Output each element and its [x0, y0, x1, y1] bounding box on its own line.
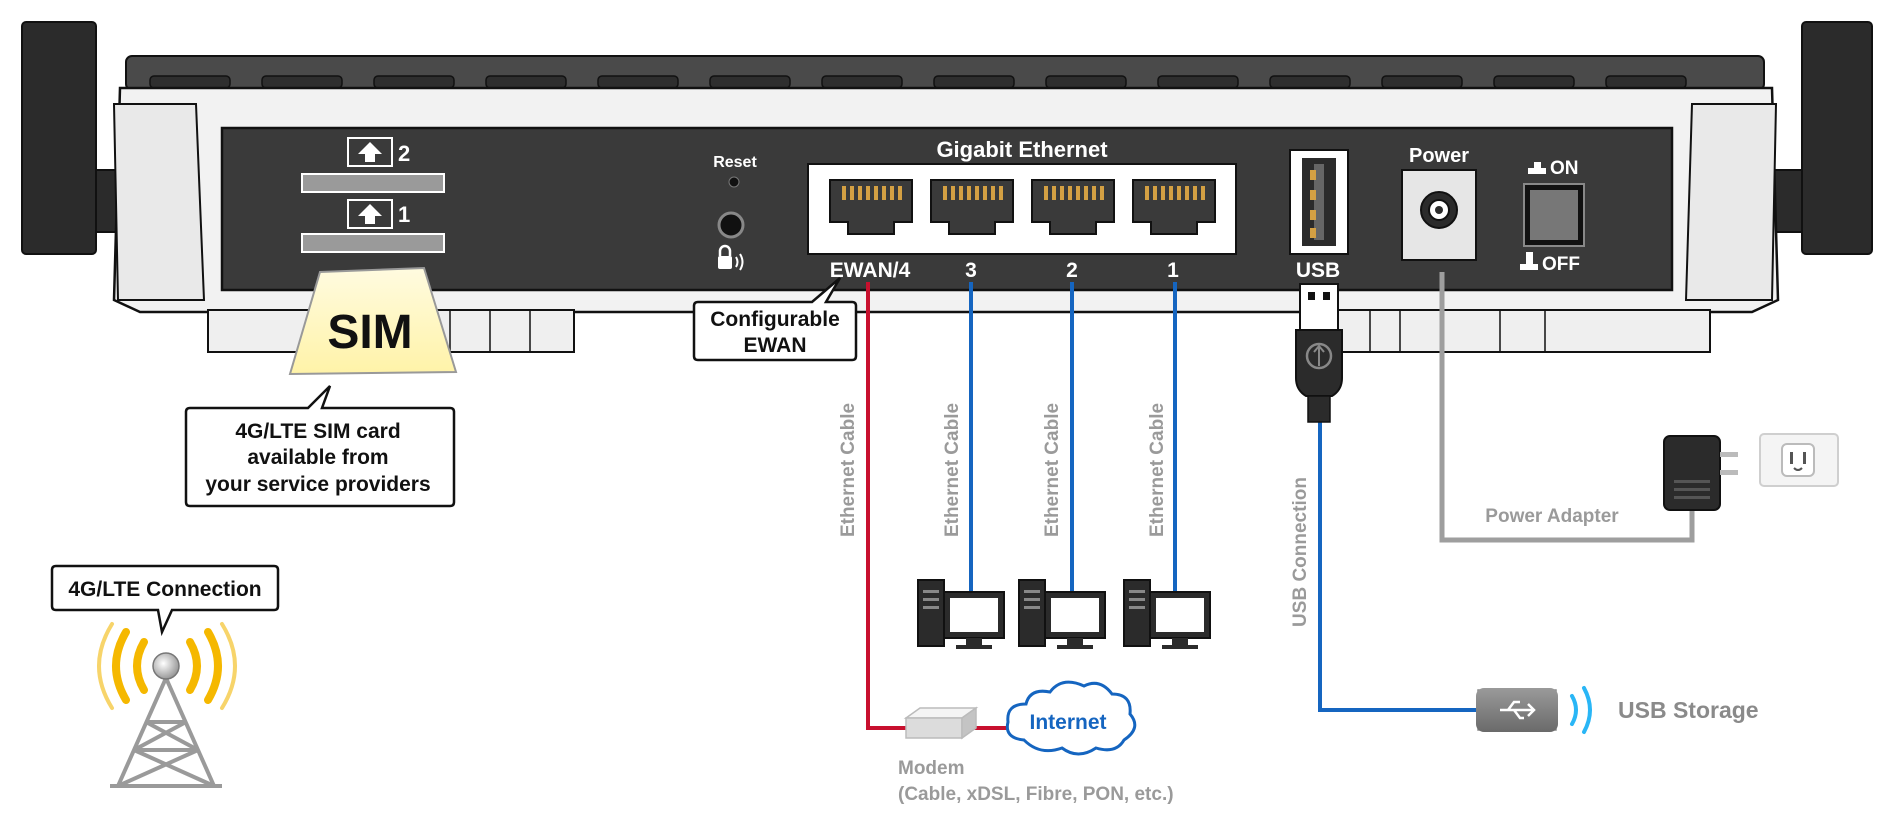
usb-port-label: USB — [1296, 259, 1340, 282]
off-icon — [1520, 252, 1538, 270]
sim-slot-1[interactable]: 1 — [301, 199, 445, 253]
sim-slot-1-label: 1 — [398, 202, 410, 227]
port-label-ewan: EWAN/4 — [830, 259, 911, 282]
lan3-cable-label: Ethernet Cable — [942, 403, 963, 537]
port-2[interactable] — [1031, 179, 1115, 235]
modem-icon — [903, 706, 979, 740]
eject-arrow-icon — [358, 204, 382, 224]
port-label-3: 3 — [965, 259, 977, 282]
lan-computer-icon — [1123, 579, 1211, 649]
lte-callout: 4G/LTE Connection — [50, 564, 280, 637]
sim-card-label: SIM — [327, 306, 412, 359]
modem-title: Modem — [898, 758, 965, 779]
power-adapter-label: Power Adapter — [1485, 506, 1619, 527]
ewan-cable-label: Ethernet Cable — [838, 403, 859, 537]
lte-callout-label: 4G/LTE Connection — [68, 578, 261, 601]
off-label: OFF — [1542, 254, 1580, 275]
cell-tower-icon — [97, 622, 237, 788]
usb-port[interactable] — [1289, 149, 1349, 255]
port-ewan-4[interactable] — [829, 179, 913, 235]
usb-connection-label: USB Connection — [1290, 477, 1311, 627]
power-switch[interactable] — [1523, 183, 1585, 247]
on-label: ON — [1550, 158, 1579, 179]
usb-storage-icon — [1476, 686, 1592, 734]
power-jack[interactable] — [1401, 169, 1477, 261]
sim-card: SIM — [288, 266, 458, 376]
reset-label: Reset — [713, 154, 757, 171]
lan-computer-icon — [1018, 579, 1106, 649]
sim-callout-line-2: available from — [247, 446, 388, 469]
left-antenna — [21, 21, 97, 255]
wall-outlet-icon — [1759, 433, 1839, 487]
ewan-callout-line-2: EWAN — [744, 334, 807, 357]
eject-arrow-icon — [358, 142, 382, 162]
sim-slot-2[interactable]: 2 — [301, 137, 445, 193]
usb-cable — [1318, 422, 1480, 712]
modem-detail: (Cable, xDSL, Fibre, PON, etc.) — [898, 784, 1174, 805]
port-label-2: 2 — [1066, 259, 1078, 282]
cables — [866, 272, 1695, 730]
lan2-cable-label: Ethernet Cable — [1042, 403, 1063, 537]
usb-plug-icon — [1295, 283, 1343, 423]
internet-label: Internet — [1029, 711, 1106, 734]
on-icon — [1528, 162, 1546, 174]
power-label: Power — [1409, 145, 1469, 167]
power-cable — [1439, 272, 1695, 543]
gigabit-ethernet-title: Gigabit Ethernet — [936, 137, 1108, 162]
sim-callout: 4G/LTE SIM card available from your serv… — [184, 385, 456, 508]
port-1[interactable] — [1132, 179, 1216, 235]
right-antenna — [1801, 21, 1873, 255]
lan-computer-icon — [917, 579, 1005, 649]
lock-wireless-icon — [718, 244, 744, 271]
usb-storage-label: USB Storage — [1618, 697, 1759, 723]
wan-cable — [866, 282, 910, 730]
sim-slot-2-label: 2 — [398, 141, 410, 166]
internet-cloud-icon — [1005, 680, 1137, 756]
sim-callout-line-1: 4G/LTE SIM card — [235, 420, 400, 443]
lan1-cable-label: Ethernet Cable — [1147, 403, 1168, 537]
port-label-1: 1 — [1167, 259, 1179, 282]
port-3[interactable] — [930, 179, 1014, 235]
wps-button[interactable] — [717, 211, 745, 239]
sim-callout-line-3: your service providers — [205, 473, 430, 496]
power-adapter-icon — [1663, 435, 1738, 511]
router: 2 1 Reset Gigabit Ethernet EWAN/4 3 2 1 — [21, 21, 1873, 353]
ewan-callout: Configurable EWAN — [692, 277, 858, 362]
ewan-callout-line-1: Configurable — [710, 308, 840, 331]
reset-pinhole[interactable] — [728, 176, 740, 188]
